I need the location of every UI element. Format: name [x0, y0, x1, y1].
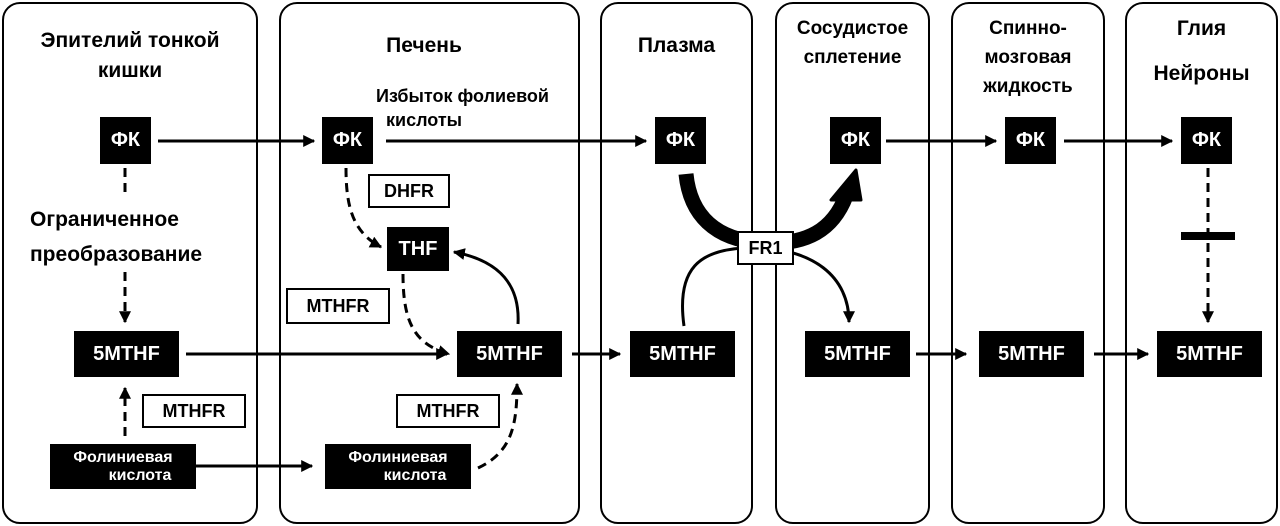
panel-title-csf: Спинно- мозговая жидкость	[951, 14, 1105, 101]
excess-folic-line2: кислоты	[386, 110, 463, 130]
excess-folic-line1: Избыток фолиевой	[376, 86, 549, 106]
fk-liver: ФК	[322, 117, 373, 164]
panel-title-line: жидкость	[983, 76, 1073, 97]
fk-csf: ФК	[1005, 117, 1056, 164]
thf-liver: THF	[387, 227, 449, 271]
5mthf-csf: 5MTHF	[979, 331, 1084, 377]
panel-title-line: Эпителий тонкой	[40, 29, 220, 52]
transporter-fr1: FR1	[737, 231, 794, 265]
panel-title-line: Плазма	[637, 34, 716, 57]
panel-plasma	[600, 2, 753, 524]
panel-title-liver: Печень	[279, 31, 569, 61]
dashed-thf-to-5mthf	[401, 273, 451, 357]
panel-glia-neurons	[1125, 2, 1278, 524]
panel-title-choroid-plexus: Сосудистое сплетение	[775, 14, 930, 72]
thick-arrowhead	[829, 168, 863, 202]
panel-title-line: Сосудистое	[796, 18, 909, 39]
folinic-line1: Фолиниевая	[348, 448, 448, 466]
panel-title-line: Глия	[1176, 17, 1227, 40]
dashed-fk-to-thf	[344, 167, 383, 249]
fk-intestine: ФК	[100, 117, 151, 164]
panel-title-line: Спинно-	[989, 18, 1067, 39]
5mthf-plasma: 5MTHF	[630, 331, 735, 377]
enzyme-mthfr-liver-thf: MTHFR	[286, 288, 390, 324]
folinic-acid-intestine: Фолиниевая кислота	[50, 444, 196, 489]
enzyme-dhfr: DHFR	[368, 174, 450, 208]
panel-title-line: Нейроны	[1153, 62, 1250, 85]
5mthf-intestine: 5MTHF	[74, 331, 179, 377]
dashed-folinic-to-5mthf-liver	[477, 382, 523, 470]
fk-plasma: ФК	[655, 117, 706, 164]
fk-choroid: ФК	[830, 117, 881, 164]
excess-folic-acid-label: Избыток фолиевой кислоты	[376, 84, 549, 132]
enzyme-mthfr-intestine: MTHFR	[142, 394, 246, 428]
panel-title-line: сплетение	[803, 47, 902, 68]
folinic-line2: кислота	[383, 466, 447, 484]
panel-choroid-plexus	[775, 2, 930, 524]
5mthf-choroid: 5MTHF	[805, 331, 910, 377]
panel-title-line: кишки	[97, 59, 163, 82]
limited-conversion-label: Ограниченное преобразование	[30, 202, 202, 272]
enzyme-mthfr-liver-folinic: MTHFR	[396, 394, 500, 428]
panel-title-plasma: Плазма	[600, 31, 753, 61]
panel-title-glia-neurons: Глия Нейроны	[1125, 14, 1278, 89]
panel-title-intestine: Эпителий тонкой кишки	[2, 26, 258, 86]
fk-glia: ФК	[1181, 117, 1232, 164]
5mthf-liver: 5MTHF	[457, 331, 562, 377]
folinic-acid-liver: Фолиниевая кислота	[325, 444, 471, 489]
limited-conversion-line2: преобразование	[30, 243, 203, 266]
arrow-5mthf-to-thf	[452, 248, 520, 325]
5mthf-glia: 5MTHF	[1157, 331, 1262, 377]
limited-conversion-line1: Ограниченное	[30, 208, 179, 231]
panel-title-line: мозговая	[984, 47, 1072, 68]
folinic-line1: Фолиниевая	[73, 448, 173, 466]
panel-csf	[951, 2, 1105, 524]
panel-title-line: Печень	[386, 34, 462, 57]
folinic-line2: кислота	[108, 466, 172, 484]
panel-intestine	[2, 2, 258, 524]
